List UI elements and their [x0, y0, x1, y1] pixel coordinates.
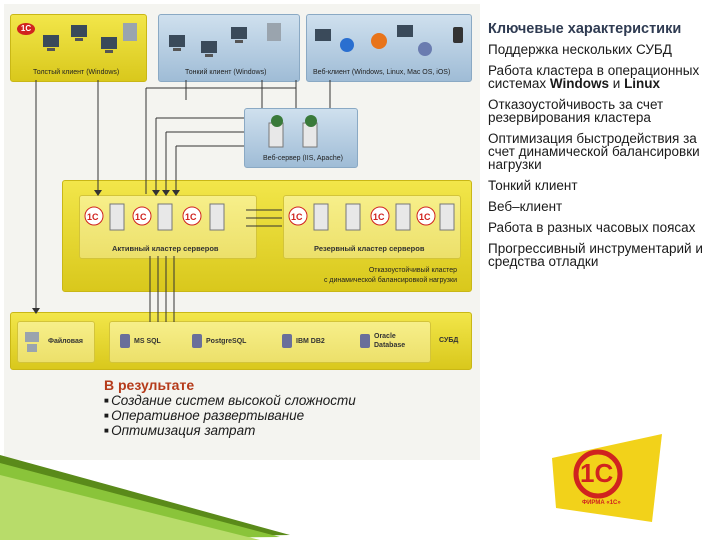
svg-text:1С: 1С [185, 212, 197, 222]
feature-item-text: Работа кластера в операционных системах [488, 63, 700, 91]
feature-item: Оптимизация быстродействия за счет динам… [488, 131, 700, 172]
database-icon [282, 334, 292, 348]
1c-logo-icon: 1С [17, 23, 35, 35]
web-server-caption: Веб-сервер (IIS, Apache) [263, 155, 343, 162]
web-client-caption: Веб-клиент (Windows, Linux, Mac OS, iOS) [313, 69, 451, 76]
reserve-cluster-box: 1С 1С 1С Резервный кластер серверов [283, 195, 461, 259]
dbms-postgresql: PostgreSQL [206, 338, 247, 345]
dbms-panel: Файловая MS SQL PostgreSQL IBM DB2 Oracl… [10, 312, 472, 370]
database-icon [360, 334, 370, 348]
thick-client-panel: 1С Толстый клиент (Windows) [10, 14, 147, 82]
connection-lines [32, 80, 331, 322]
feature-item-cluster-os: Работа кластера в операционных системах … [488, 63, 718, 91]
servers-icon: 1С 1С 1С [84, 203, 225, 231]
dbms-ms-sql: MS SQL [134, 338, 161, 345]
cluster-panel: 1С 1С 1С Активный кластер серверов 1С 1С… [62, 180, 472, 292]
dbms-list-box: MS SQL PostgreSQL IBM DB2 Oracle Databas… [109, 321, 431, 363]
web-clients-icon [315, 25, 463, 56]
result-title: В результате [104, 377, 195, 393]
result-item: Оперативное развертывание [104, 408, 464, 423]
computers-icon [169, 23, 281, 57]
features-list: Ключевые характеристики Поддержка нескол… [488, 22, 718, 276]
dbms-label: СУБД [439, 337, 459, 344]
computers-icon [43, 23, 137, 53]
feature-os-and: и [609, 76, 625, 91]
architecture-diagram: 1С Толстый клиент (Windows) Тонкий клиен… [4, 4, 480, 460]
database-icon [120, 334, 130, 348]
dbms-oracle: Oracle Database [374, 333, 406, 349]
feature-os-linux: Linux [624, 76, 661, 91]
file-mode-label: Файловая [48, 338, 83, 345]
result-section: В результате Создание систем высокой сло… [104, 377, 464, 439]
feature-item: Прогрессивный инструментарий и средства … [488, 241, 703, 269]
active-cluster-label: Активный кластер серверов [112, 244, 219, 253]
dbms-ibm-db2: IBM DB2 [296, 338, 325, 345]
feature-item: Работа в разных часовых поясах [488, 220, 696, 235]
feature-item: Отказоустойчивость за счет резервировани… [488, 97, 664, 125]
1c-logo-icon [552, 434, 662, 522]
decorative-wave [0, 455, 290, 540]
svg-text:1С: 1С [419, 212, 431, 222]
feature-item: Веб–клиент [488, 199, 563, 214]
svg-text:1С: 1С [135, 212, 147, 222]
servers-icon: 1С 1С 1С [288, 203, 455, 231]
feature-item: Поддержка нескольких СУБД [488, 42, 672, 57]
file-mode-box: Файловая [17, 321, 95, 363]
features-title: Ключевые характеристики [488, 21, 682, 37]
cluster-note-line2: с динамической балансировкой нагрузки [323, 277, 457, 284]
server-icon [268, 115, 318, 148]
feature-item: Тонкий клиент [488, 178, 578, 193]
active-cluster-box: 1С 1С 1С Активный кластер серверов [79, 195, 257, 259]
web-client-panel: Веб-клиент (Windows, Linux, Mac OS, iOS) [306, 14, 472, 82]
cluster-note-line1: Отказоустойчивый кластер [368, 267, 457, 274]
thick-client-caption: Толстый клиент (Windows) [33, 69, 120, 76]
logo-subtext: ФИРМА «1С» [582, 500, 621, 506]
svg-text:1С: 1С [291, 212, 303, 222]
database-icon [192, 334, 202, 348]
logo-text: 1С [580, 458, 614, 488]
result-item: Создание систем высокой сложности [104, 393, 464, 408]
svg-text:1С: 1С [87, 212, 99, 222]
feature-os-windows: Windows [549, 76, 610, 91]
thin-client-caption: Тонкий клиент (Windows) [185, 69, 267, 76]
svg-text:1С: 1С [373, 212, 385, 222]
result-item: Оптимизация затрат [104, 423, 464, 438]
reserve-cluster-label: Резервный кластер серверов [314, 244, 425, 253]
file-server-icon [25, 332, 39, 352]
thin-client-panel: Тонкий клиент (Windows) [158, 14, 300, 82]
web-server-panel: Веб-сервер (IIS, Apache) [244, 108, 358, 168]
1c-logo: 1С ФИРМА «1С» [552, 434, 662, 522]
